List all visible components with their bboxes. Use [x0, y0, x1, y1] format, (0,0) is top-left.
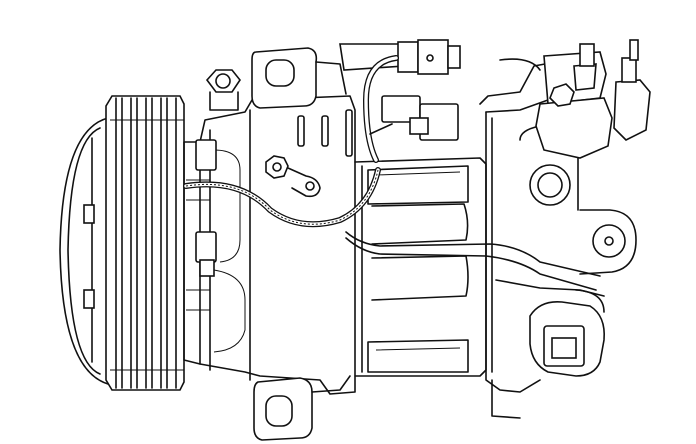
cylinder-body: [354, 157, 487, 377]
pressure-sensor: [535, 39, 651, 159]
top-hex-bolt: [205, 69, 241, 111]
wire-harness: [183, 55, 399, 228]
rear-housing: [479, 58, 637, 419]
ground-stud: [265, 155, 321, 198]
clutch-front-plate: [59, 117, 109, 385]
pulley: [105, 95, 185, 391]
electrical-connector: [529, 289, 606, 377]
front-housing: [183, 95, 356, 395]
housing-ribs: [297, 109, 353, 157]
connecting-line: [345, 231, 601, 291]
bottom-mounting-boss: [253, 375, 351, 441]
top-mounting-boss: [251, 47, 347, 109]
top-connector: [339, 39, 461, 141]
